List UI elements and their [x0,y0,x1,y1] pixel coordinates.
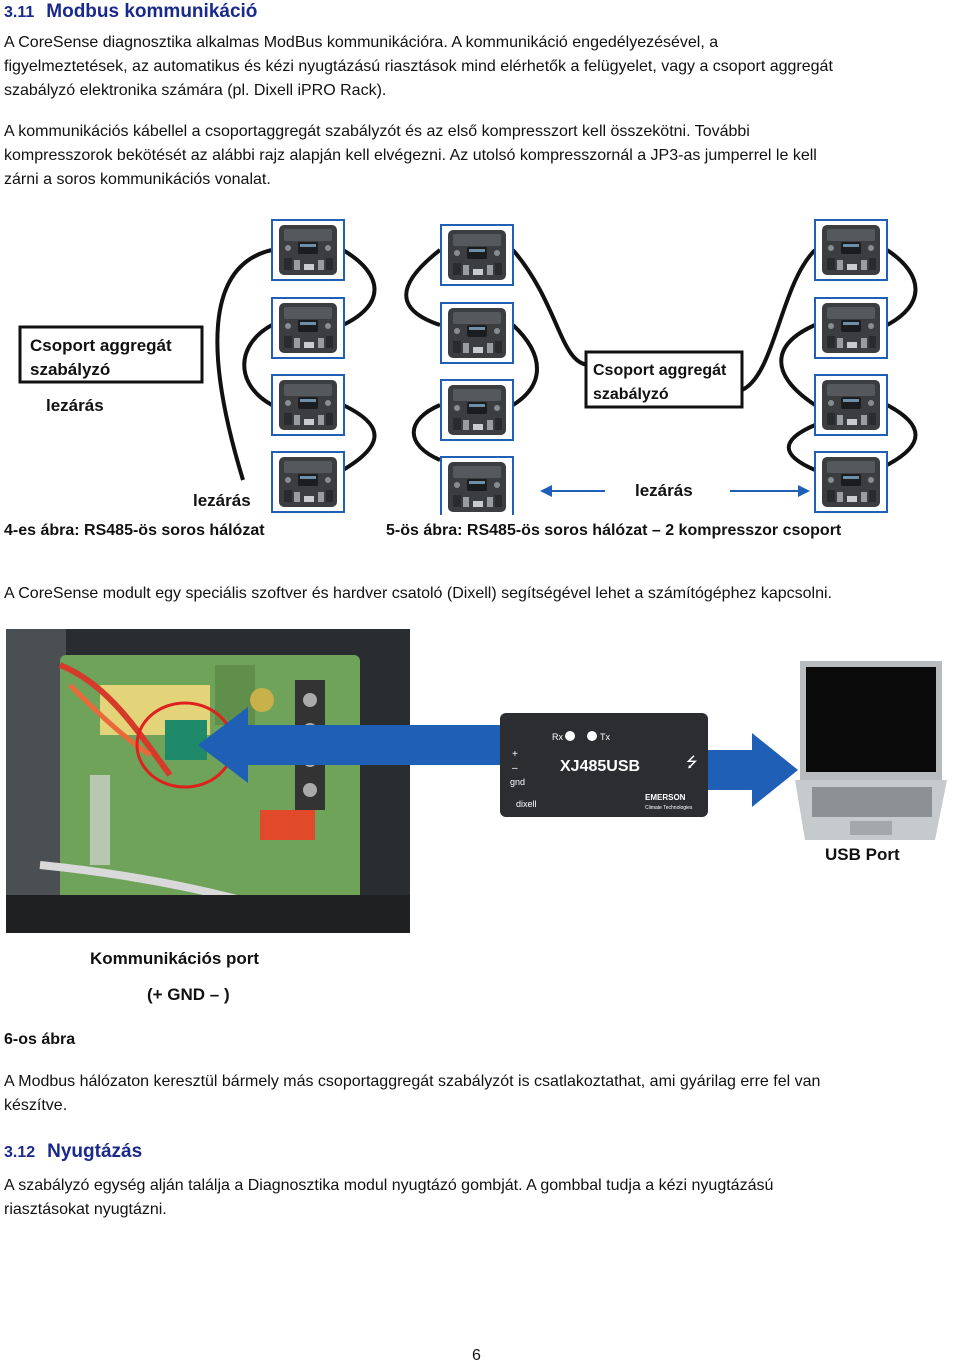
controller-box [18,325,204,384]
termination-label: lezárás [635,481,693,500]
caption-fig6: 6-os ábra [4,1031,76,1048]
section-heading-3-11: 3.11 Modbus kommunikáció [4,1,257,23]
text-line: A szabályzó egység alján találja a Diagn… [4,1177,774,1194]
tx-label: Tx [600,732,610,742]
usb-adapter: Rx Tx + – gnd XJ485USB ⭍ dixell EMERSON … [500,713,708,817]
page-number: 6 [472,1347,481,1364]
caption-fig4: 4-es ábra: RS485-ös soros hálózat [4,522,265,539]
arrow-to-laptop-icon [708,733,798,807]
compressor-module [814,451,888,513]
section-title: Modbus kommunikáció [46,1,258,22]
text-line: zárni a soros kommunikációs vonalat. [4,171,271,188]
termination-label: lezárás [46,396,104,415]
text-line: készítve. [4,1097,68,1114]
arrow-to-board-icon [198,707,500,783]
paragraph-usb: A CoreSense modult egy speciális szoftve… [4,585,832,602]
rs485-network-diagram: Csoport aggregát szabályzó lezárás lezár… [18,219,918,515]
compressor-module [440,224,514,286]
compressor-module [271,374,345,436]
compressor-module [271,451,345,513]
controller-label-line1: Csoport aggregát [593,362,727,379]
section-number: 3.11 [4,4,35,21]
minus-label: – [512,763,518,774]
controller-box [584,350,744,409]
paragraph-cabling: A kommunikációs kábellel a csoportaggreg… [4,120,817,192]
paragraph-modbus: A Modbus hálózaton keresztül bármely más… [4,1070,820,1118]
arrowhead-left-icon [540,485,552,497]
compressor-module [271,297,345,359]
cable-lines-fig4 [215,248,377,481]
gnd-note: (+ GND – ) [147,985,230,1004]
usb-connection-photo: Rx Tx + – gnd XJ485USB ⭍ dixell EMERSON … [6,629,947,1004]
text-line: riasztásokat nyugtázni. [4,1201,167,1218]
cable-lines-fig5 [404,248,918,472]
rx-label: Rx [552,732,563,742]
section-heading-3-12: 3.12 Nyugtázás [4,1141,142,1163]
circuit-board-photo [6,629,410,933]
brand-dixell: dixell [516,799,537,809]
brand-emerson-sub: Climate Technologies [645,805,693,811]
text-line: A Modbus hálózaton keresztül bármely más… [4,1073,821,1090]
compressor-module [814,219,888,281]
compressor-module [814,297,888,359]
compressor-module [814,374,888,436]
termination-label: lezárás [193,491,251,510]
text-line: A CoreSense diagnosztika alkalmas ModBus… [4,34,719,51]
text-line: A kommunikációs kábellel a csoportaggreg… [4,123,750,140]
usb-port-label: USB Port [825,845,900,864]
compressor-module [271,219,345,281]
caption-fig5: 5-ös ábra: RS485-ös soros hálózat – 2 ko… [386,522,842,539]
laptop-photo [795,661,947,840]
paragraph-acknowledge: A szabályzó egység alján találja a Diagn… [4,1174,773,1222]
controller-label-line2: szabályzó [593,386,669,403]
section-number: 3.12 [4,1144,36,1161]
text-line: figyelmeztetések, az automatikus és kézi… [4,58,833,75]
usb-symbol-icon: ⭍ [686,754,698,770]
comm-port-label: Kommunikációs port [90,949,259,968]
arrowhead-right-icon [798,485,810,497]
plus-label: + [512,749,518,760]
compressor-module [440,456,514,515]
gnd-label: gnd [510,777,525,787]
paragraph-intro: A CoreSense diagnosztika alkalmas ModBus… [4,31,833,103]
brand-emerson: EMERSON [645,793,686,802]
device-name: XJ485USB [560,758,640,775]
section-title: Nyugtázás [47,1141,143,1162]
text-line: kompresszorok bekötését az alábbi rajz a… [4,147,817,164]
text-line: szabályzó elektronika számára (pl. Dixel… [4,82,387,99]
controller-label-line1: Csoport aggregát [30,336,172,355]
compressor-module [440,379,514,441]
controller-label-line2: szabályzó [30,360,110,379]
compressor-module [440,302,514,364]
